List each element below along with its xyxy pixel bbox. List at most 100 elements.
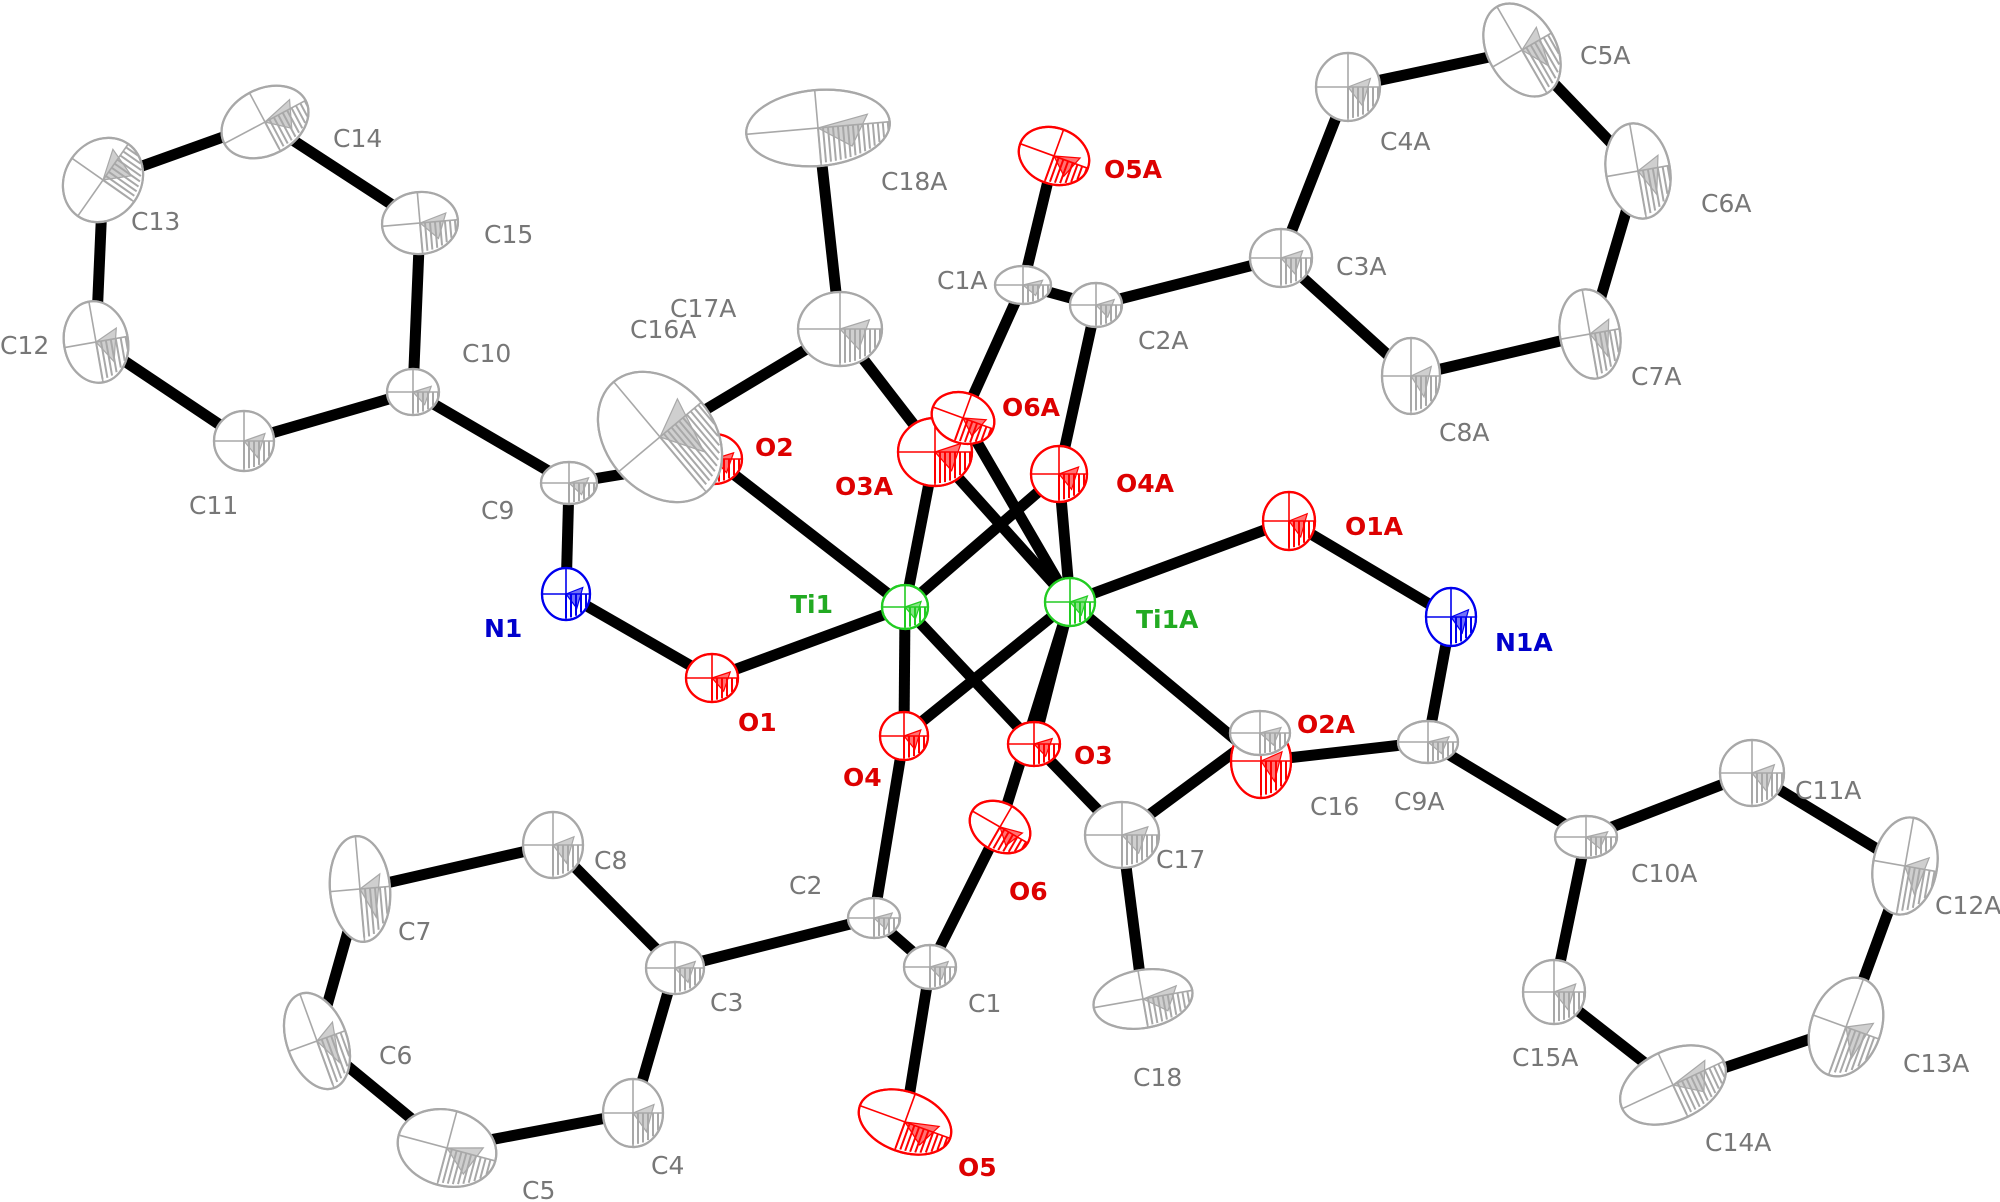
atom-o1 (684, 652, 740, 704)
atom-c15a (1521, 958, 1587, 1026)
atoms-layer (61, 2, 1939, 1189)
bond-o1a-n1a (1286, 516, 1454, 622)
atom-o1a (1261, 490, 1317, 552)
atom-label-c14a: C14A (1705, 1128, 1771, 1157)
atom-c2a (1068, 281, 1124, 329)
atom-c7 (328, 835, 392, 943)
atom-label-c5a: C5A (1580, 41, 1630, 70)
atom-label-c4a: C4A (1380, 127, 1430, 156)
atom-label-c1a: C1A (937, 266, 987, 295)
atom-label-c13a: C13A (1903, 1049, 1969, 1078)
atom-c14a (1619, 1044, 1727, 1126)
atom-c2 (846, 896, 902, 940)
atom-label-o6a: O6A (1002, 393, 1061, 422)
bond-n1-o1 (563, 589, 715, 683)
atom-c13a (1807, 976, 1885, 1078)
atom-c18 (1092, 968, 1194, 1030)
atom-label-ti1: Ti1 (790, 590, 833, 619)
atom-o3 (1006, 720, 1062, 768)
atom-c9 (539, 460, 599, 506)
atom-o5a (1017, 125, 1091, 187)
atom-label-n1: N1 (484, 614, 522, 643)
atom-label-c1: C1 (968, 989, 1001, 1018)
bond-ti1-o3 (900, 603, 1039, 748)
atom-label-c5: C5 (522, 1176, 555, 1202)
atom-label-o1a: O1A (1345, 512, 1404, 541)
atom-c12a (1871, 816, 1939, 916)
atom-label-c9a: C9A (1394, 787, 1444, 816)
atom-c17 (1083, 800, 1161, 870)
bond-o4-c2 (868, 735, 910, 919)
atom-label-o2a: O2A (1297, 710, 1356, 739)
atom-c16a (596, 370, 724, 504)
atom-label-c17a: C17A (670, 294, 736, 323)
atom-c15 (380, 190, 460, 256)
atom-label-o5a: O5A (1104, 155, 1163, 184)
atom-label-o1: O1 (738, 708, 777, 737)
atom-label-c14: C14 (333, 124, 382, 153)
atom-label-c7: C7 (398, 917, 431, 946)
atom-c1 (902, 943, 958, 991)
atom-c10a (1553, 814, 1619, 860)
atom-c6 (282, 991, 352, 1091)
atom-label-o4a: O4A (1116, 469, 1175, 498)
atom-label-c10: C10 (462, 339, 511, 368)
atom-ti1 (880, 583, 930, 631)
atom-n1 (540, 566, 592, 622)
atom-c5 (396, 1107, 498, 1189)
atom-o6 (968, 799, 1032, 855)
atom-o4a (1029, 444, 1089, 504)
atom-label-c15a: C15A (1512, 1043, 1578, 1072)
atom-c17a (796, 290, 884, 368)
atom-label-o3a: O3A (835, 472, 894, 501)
atom-label-c8: C8 (594, 846, 627, 875)
bond-o2-ti1 (710, 454, 909, 612)
bond-c9a-c10a (1425, 737, 1589, 842)
atom-c14 (220, 84, 310, 160)
atom-o4 (878, 710, 930, 762)
bond-ti1a-o1a (1068, 515, 1291, 608)
bond-o6a-ti1a (958, 415, 1075, 605)
atom-label-c11a: C11A (1795, 776, 1861, 805)
atom-c8 (521, 810, 585, 880)
atom-label-c16: C16 (1310, 792, 1359, 821)
bond-o6-c1 (925, 824, 1005, 970)
atom-label-c9: C9 (481, 496, 514, 525)
atom-label-o6: O6 (1009, 877, 1048, 906)
bond-o1-ti1 (710, 601, 907, 684)
atom-label-ti1a: Ti1A (1136, 605, 1199, 634)
atom-label-c2a: C2A (1138, 326, 1188, 355)
atom-c4 (601, 1077, 665, 1149)
atom-label-c7a: C7A (1631, 362, 1681, 391)
atom-c11a (1718, 738, 1786, 808)
bond-o6-ti1a (994, 600, 1076, 829)
bond-c8-c7 (358, 839, 555, 895)
atom-c12 (62, 300, 130, 384)
atom-c7a (1558, 288, 1622, 380)
atom-label-c12: C12 (0, 331, 49, 360)
atom-ti1a (1043, 576, 1097, 628)
atom-o5 (857, 1088, 953, 1156)
atom-label-c3a: C3A (1336, 252, 1386, 281)
bond-c10-c9 (410, 387, 572, 488)
atom-c18a (745, 88, 891, 168)
atom-label-n1a: N1A (1495, 628, 1553, 657)
atom-o6a (930, 390, 996, 446)
atom-label-c18a: C18A (881, 167, 947, 196)
atom-c13 (61, 136, 145, 224)
atom-label-c13: C13 (131, 207, 180, 236)
atom-c8a (1380, 336, 1442, 416)
atom-label-c11: C11 (189, 491, 238, 520)
atom-label-o2: O2 (755, 433, 794, 462)
atom-label-c6a: C6A (1701, 189, 1751, 218)
atom-label-c15: C15 (484, 220, 533, 249)
atom-label-c6: C6 (379, 1041, 412, 1070)
atom-label-c18: C18 (1133, 1063, 1182, 1092)
atom-c4a (1314, 51, 1382, 123)
atom-c1a (993, 264, 1053, 306)
atom-c3a (1248, 227, 1314, 289)
atom-label-c8a: C8A (1439, 418, 1489, 447)
atom-label-o3: O3 (1074, 741, 1113, 770)
